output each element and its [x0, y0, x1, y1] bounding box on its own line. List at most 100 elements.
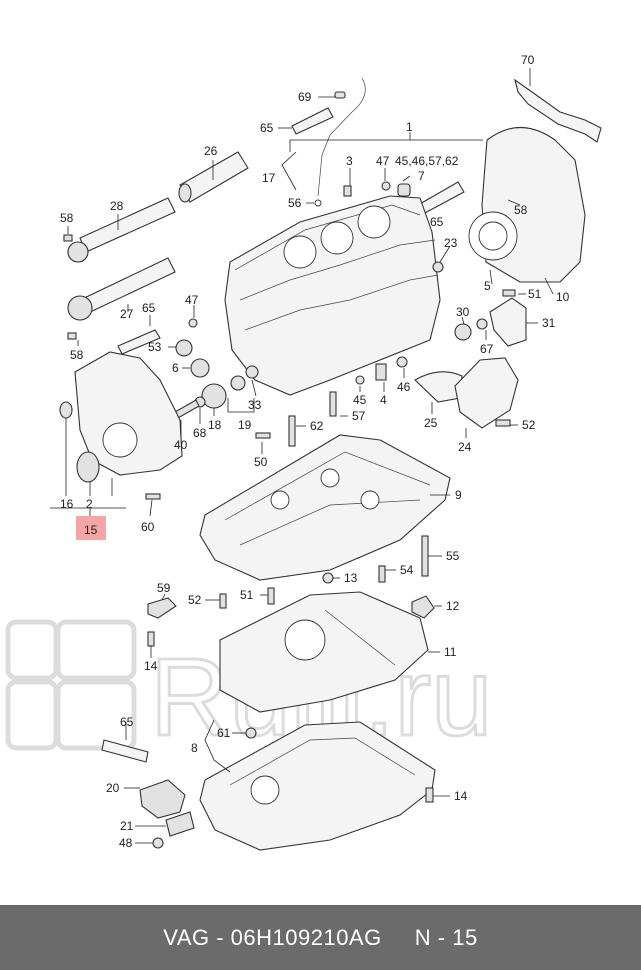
engine-block	[224, 195, 441, 396]
footer-bar: VAG - 06H109210AG N - 15	[0, 905, 641, 970]
callout-65-b: 65	[430, 215, 444, 229]
part-27-shaft	[79, 257, 176, 315]
callout-8: 8	[191, 741, 198, 755]
part-65-tube-left	[117, 329, 161, 355]
callout-26: 26	[204, 144, 218, 158]
part-57	[329, 391, 337, 417]
part-28-gear	[67, 241, 89, 263]
callout-9: 9	[455, 488, 462, 502]
callout-52-b: 52	[188, 593, 202, 607]
part-61	[245, 727, 257, 739]
callout-50: 50	[254, 455, 268, 469]
callout-55: 55	[446, 549, 460, 563]
callout-2: 2	[86, 497, 93, 511]
part-27-gear	[67, 295, 93, 321]
part-7	[397, 183, 411, 197]
callout-20: 20	[106, 781, 120, 795]
part-18	[201, 383, 227, 409]
callout-56: 56	[288, 196, 302, 210]
callout-58-c: 58	[70, 348, 84, 362]
highlight-15	[76, 516, 106, 540]
callout-65-a: 65	[260, 121, 274, 135]
callout-15: 15	[84, 523, 98, 537]
car-door-icon	[55, 619, 137, 681]
callout-27: 27	[120, 307, 134, 321]
callout-45: 45	[353, 393, 367, 407]
callout-65-d: 65	[120, 715, 134, 729]
part-12	[411, 595, 435, 619]
leader-lines	[50, 68, 554, 844]
part-55	[421, 535, 429, 577]
part-53	[175, 339, 193, 357]
part-54	[378, 565, 386, 583]
part-60	[145, 493, 161, 500]
part-13	[322, 572, 334, 584]
part-20	[139, 779, 186, 819]
part-51-bolt	[502, 289, 516, 297]
part-51-lower	[267, 587, 275, 605]
callout-1: 1	[406, 120, 413, 134]
part-24	[454, 357, 519, 429]
parts-diagram: Rulli.ru	[5, 53, 602, 851]
part-56	[314, 199, 322, 207]
callout-4: 4	[380, 393, 387, 407]
callout-40: 40	[174, 438, 188, 452]
callout-24: 24	[458, 440, 472, 454]
callout-28: 28	[110, 199, 124, 213]
callout-10: 10	[556, 290, 570, 304]
oil-bottle-icon	[5, 679, 59, 751]
part-2-cover	[74, 351, 183, 476]
part-52-top	[495, 419, 511, 427]
callout-53: 53	[148, 340, 162, 354]
callout-52-a: 52	[522, 418, 536, 432]
callout-45-46-57-62: 45,46,57,62	[395, 154, 459, 168]
part-65-seal-tube	[291, 107, 334, 135]
part-4	[375, 363, 387, 381]
part-11-baffle	[219, 591, 429, 713]
callout-58-a: 58	[60, 211, 74, 225]
callout-60: 60	[141, 520, 155, 534]
part-23	[432, 261, 444, 273]
part-45	[355, 375, 365, 385]
part-52-lower	[219, 593, 227, 609]
callout-70: 70	[521, 53, 535, 67]
part-65-tube-right	[417, 181, 465, 215]
callout-18: 18	[208, 418, 222, 432]
part-62	[288, 415, 296, 447]
part-16	[59, 401, 73, 419]
part-6	[190, 358, 210, 378]
part-number: VAG - 06H109210AG	[163, 924, 382, 950]
part-48	[152, 837, 164, 849]
part-3	[343, 185, 352, 197]
part-69	[334, 91, 346, 99]
callout-69: 69	[298, 90, 312, 104]
callout-33: 33	[248, 398, 262, 412]
part-dipstick-tube	[317, 77, 366, 197]
part-58	[67, 332, 77, 340]
callout-46: 46	[397, 380, 411, 394]
part-70	[514, 78, 602, 143]
callout-57: 57	[352, 409, 366, 423]
part-2-seal	[76, 451, 100, 483]
callout-23: 23	[444, 236, 458, 250]
callout-13: 13	[344, 571, 358, 585]
callout-7: 7	[418, 169, 425, 183]
callout-25: 25	[424, 416, 438, 430]
callout-54: 54	[400, 563, 414, 577]
callout-14-a: 14	[144, 659, 158, 673]
part-65-tube-lower	[101, 739, 149, 763]
part-31	[489, 297, 527, 347]
shock-absorber-icon	[55, 679, 137, 751]
part-30	[454, 323, 472, 341]
callout-14-b: 14	[454, 789, 468, 803]
part-21	[165, 811, 195, 837]
callout-6: 6	[172, 361, 179, 375]
part-28-shaft	[79, 197, 176, 253]
callout-61: 61	[217, 726, 231, 740]
callout-51-b: 51	[240, 588, 254, 602]
callout-67: 67	[480, 342, 494, 356]
callout-31: 31	[542, 316, 556, 330]
part-67	[476, 318, 488, 330]
callout-12: 12	[446, 599, 460, 613]
page-number: N - 15	[414, 924, 478, 950]
